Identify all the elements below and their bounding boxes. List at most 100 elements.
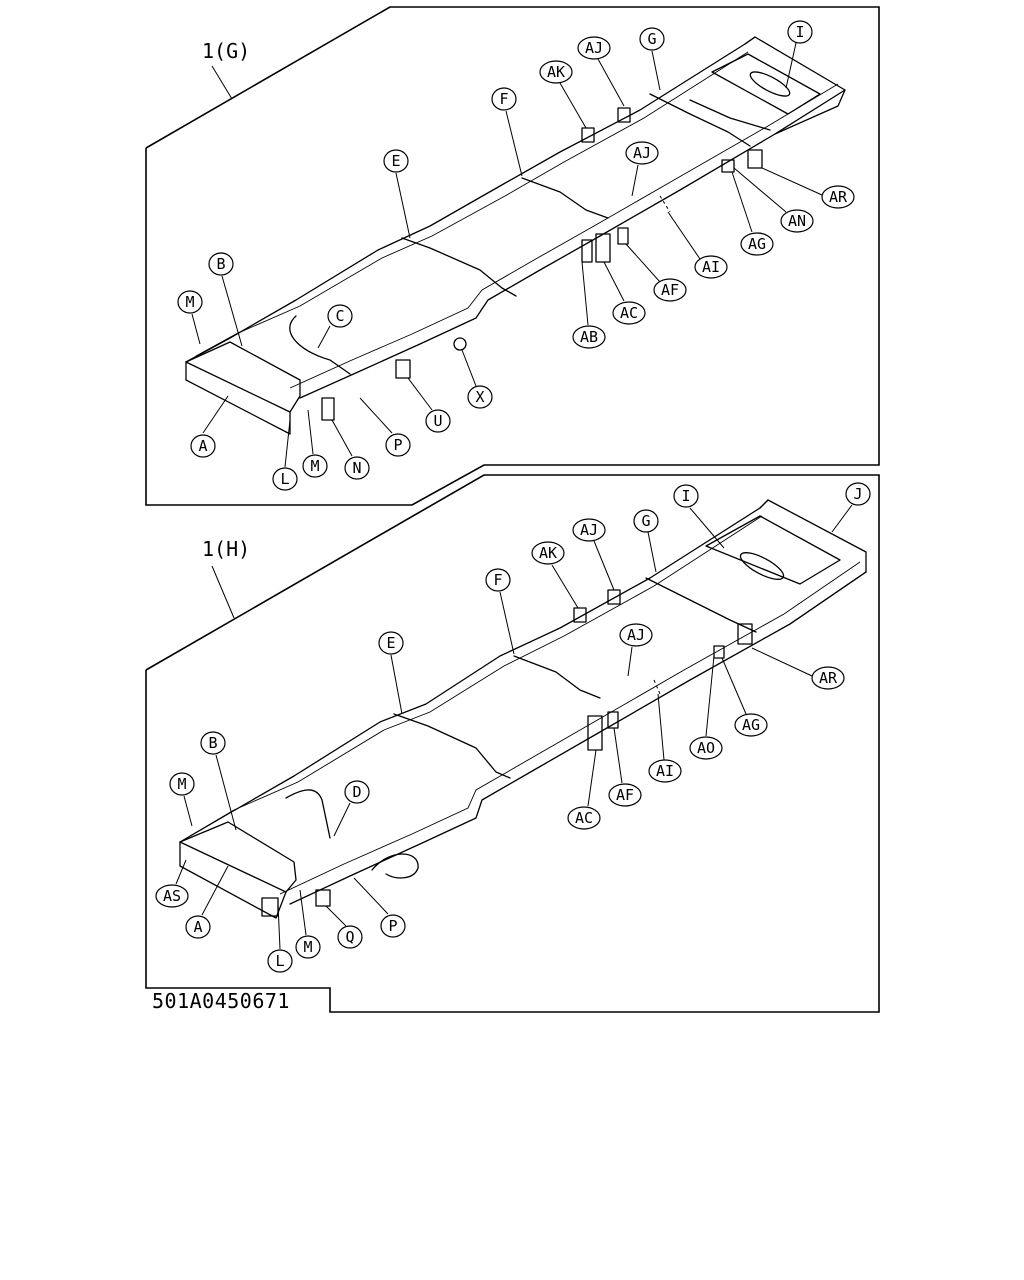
frame-rail-outer-inner-edge — [189, 515, 763, 837]
callout-i: I — [673, 484, 725, 549]
frame-rail-inner-top-edge — [279, 561, 861, 895]
callout-ak: AK — [539, 60, 587, 129]
rear-crossmember — [744, 36, 846, 135]
callout-n: N — [331, 419, 370, 480]
svg-text:AR: AR — [819, 669, 838, 687]
callouts: A B C E F — [177, 20, 855, 491]
bracket-aj-top — [607, 589, 621, 605]
callout-m-lower: M — [302, 409, 328, 478]
callout-ac: AC — [567, 749, 601, 830]
svg-text:P: P — [388, 917, 397, 935]
callout-m-lower: M — [295, 889, 321, 959]
callout-f: F — [491, 87, 523, 177]
callout-b: B — [200, 731, 237, 831]
callout-an: AN — [733, 167, 814, 233]
crossmember-f — [521, 177, 609, 219]
svg-text:M: M — [177, 775, 186, 793]
svg-text:AJ: AJ — [627, 626, 645, 644]
svg-text:AS: AS — [163, 887, 181, 905]
chassis-frame-drawing — [179, 499, 867, 919]
front-crossmember-top — [185, 341, 301, 413]
svg-text:L: L — [275, 952, 284, 970]
callout-af: AF — [608, 727, 642, 807]
callout-ag: AG — [731, 171, 774, 256]
svg-text:AK: AK — [547, 63, 565, 81]
callout-e: E — [378, 631, 404, 715]
svg-text:N: N — [352, 459, 361, 477]
hitch — [371, 853, 419, 879]
callout-ak: AK — [531, 541, 579, 609]
view-title: 1(H) — [202, 537, 250, 561]
svg-text:AI: AI — [656, 762, 674, 780]
callout-l: L — [267, 903, 293, 973]
callout-p: P — [353, 877, 406, 938]
callout-p: P — [359, 397, 411, 457]
bracket-ag — [713, 645, 725, 659]
bracket-u — [395, 359, 411, 379]
crossmember-f — [513, 655, 601, 699]
callout-q: Q — [325, 905, 363, 949]
crossmember-mid — [689, 99, 771, 131]
view-title-leader — [211, 65, 233, 100]
svg-text:M: M — [185, 293, 194, 311]
svg-text:AC: AC — [575, 809, 593, 827]
svg-text:D: D — [352, 783, 361, 801]
svg-text:J: J — [853, 485, 862, 503]
bracket-ab — [581, 239, 593, 263]
svg-text:AF: AF — [661, 281, 679, 299]
tube-c — [289, 315, 351, 375]
callout-j: J — [831, 482, 871, 533]
crossmember-g — [645, 577, 757, 633]
svg-text:A: A — [193, 918, 202, 936]
callout-ag: AG — [721, 657, 768, 737]
view-title: 1(G) — [202, 39, 250, 63]
svg-text:AJ: AJ — [633, 144, 651, 162]
bracket-af — [607, 711, 619, 729]
callout-i: I — [785, 20, 813, 89]
callout-aj-middle: AJ — [619, 623, 653, 677]
bracket-aj-top — [617, 107, 631, 123]
bracket-af — [617, 227, 629, 245]
view-title-leader — [211, 565, 235, 619]
frame-rail-outer — [185, 36, 756, 363]
callout-f: F — [485, 568, 515, 655]
bracket-ac — [587, 715, 603, 751]
bracket-ar — [737, 623, 753, 645]
view-frame — [145, 474, 880, 1013]
svg-text:F: F — [499, 90, 508, 108]
svg-text:AJ: AJ — [585, 39, 603, 57]
frame-rail-outer — [179, 499, 769, 843]
callout-aj-middle: AJ — [625, 141, 659, 197]
svg-text:M: M — [310, 457, 319, 475]
mount-x — [453, 337, 467, 351]
rear-panel-oval — [749, 71, 791, 97]
svg-text:X: X — [475, 388, 484, 406]
svg-text:B: B — [208, 734, 217, 752]
chassis-frame-drawing — [185, 36, 846, 435]
rear-crossmember — [759, 499, 867, 625]
callout-l: L — [272, 419, 298, 491]
callout-as: AS — [155, 859, 189, 908]
rear-panel-oval — [739, 552, 785, 580]
frame-rail-inner — [299, 89, 846, 399]
svg-text:L: L — [280, 470, 289, 488]
crossmember-e — [401, 237, 517, 297]
svg-text:AI: AI — [702, 258, 720, 276]
svg-text:U: U — [433, 412, 442, 430]
callout-a: A — [185, 865, 229, 939]
callout-ac: AC — [603, 261, 646, 325]
svg-text:C: C — [335, 307, 344, 325]
callout-a: A — [190, 395, 229, 458]
svg-text:M: M — [303, 938, 312, 956]
callout-m-upper: M — [177, 290, 203, 345]
bracket-n — [321, 397, 335, 421]
callout-aj-upper: AJ — [572, 518, 615, 591]
callout-ar: AR — [761, 167, 855, 209]
svg-text:AJ: AJ — [580, 521, 598, 539]
bracket-ak — [581, 127, 595, 143]
svg-text:B: B — [216, 255, 225, 273]
bracket-an — [721, 159, 735, 173]
svg-text:AC: AC — [620, 304, 638, 322]
svg-text:AN: AN — [788, 212, 806, 230]
